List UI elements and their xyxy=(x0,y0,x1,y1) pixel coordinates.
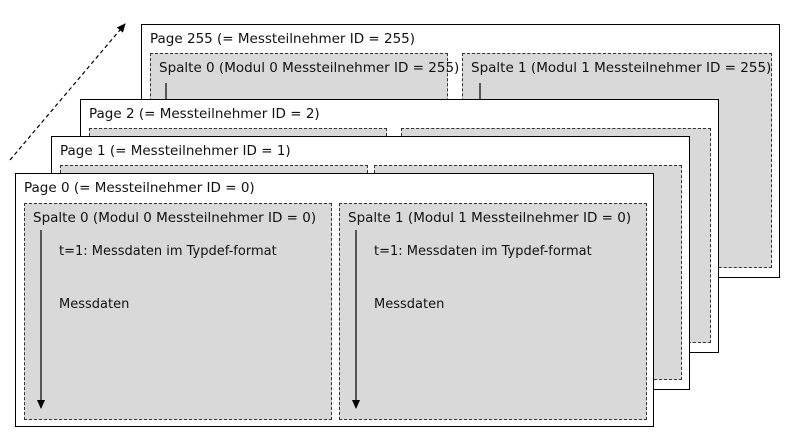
page-255-column-0-title: Spalte 0 (Modul 0 Messteilnehmer ID = 25… xyxy=(159,60,460,76)
page-0-column-1-title: Spalte 1 (Modul 1 Messteilnehmer ID = 0) xyxy=(348,210,632,226)
page-0: Page 0 (= Messteilnehmer ID = 0) Spalte … xyxy=(15,173,654,427)
page-0-column-1-entry: t=1: Messdaten im Typdef-format xyxy=(374,244,592,259)
page-0-column-0-title: Spalte 0 (Modul 0 Messteilnehmer ID = 0) xyxy=(33,210,317,226)
page-0-column-0-entry: t=1: Messdaten im Typdef-format xyxy=(59,244,277,259)
page-0-column-0: Spalte 0 (Modul 0 Messteilnehmer ID = 0)… xyxy=(24,203,332,420)
page-255-title: Page 255 (= Messteilnehmer ID = 255) xyxy=(150,31,416,47)
page-2-title: Page 2 (= Messteilnehmer ID = 2) xyxy=(89,106,320,122)
page-1-title: Page 1 (= Messteilnehmer ID = 1) xyxy=(60,143,291,159)
page-255-column-1-title: Spalte 1 (Modul 1 Messteilnehmer ID = 25… xyxy=(471,60,772,76)
page-0-column-1: Spalte 1 (Modul 1 Messteilnehmer ID = 0)… xyxy=(339,203,647,420)
page-0-column-0-data: Messdaten xyxy=(59,297,130,312)
page-0-title: Page 0 (= Messteilnehmer ID = 0) xyxy=(24,180,255,196)
page-0-column-1-data: Messdaten xyxy=(374,297,445,312)
